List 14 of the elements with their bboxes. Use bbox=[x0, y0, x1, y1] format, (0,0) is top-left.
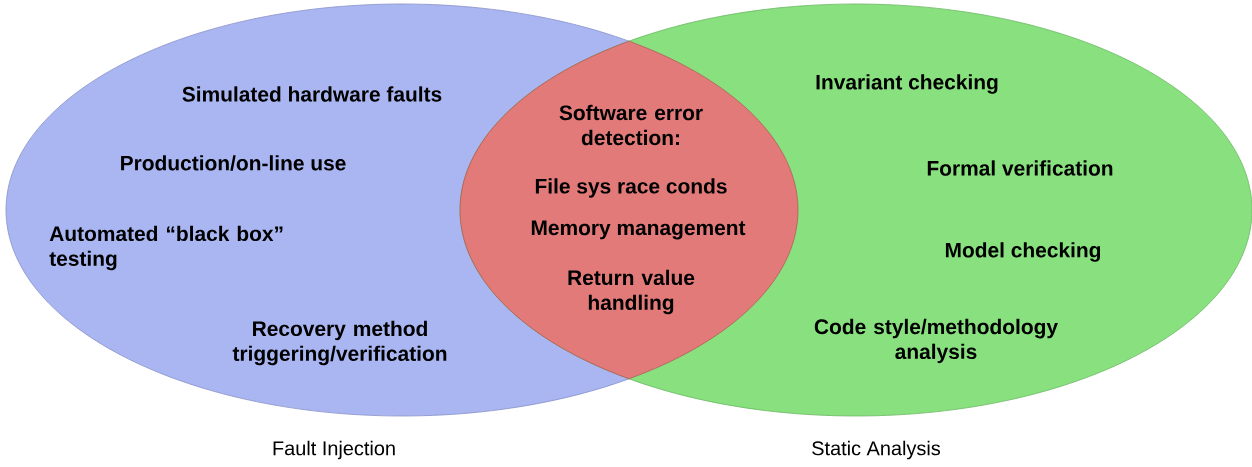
set-caption: Static Analysis bbox=[812, 440, 941, 460]
item-text: Software error detection: bbox=[559, 104, 703, 146]
item-text: Memory management bbox=[531, 220, 746, 240]
item-text: Production/on-line use bbox=[121, 155, 346, 171]
set-caption: Fault Injection bbox=[273, 440, 395, 460]
item-text: File sys race conds bbox=[535, 178, 727, 198]
item-text: Recovery method triggering/verification bbox=[232, 320, 447, 366]
item-text: Invariant checking bbox=[816, 74, 998, 94]
item-text: Formal verification bbox=[927, 160, 1113, 176]
item-text: Model checking bbox=[945, 242, 1101, 262]
item-text: Return value handling bbox=[568, 269, 695, 315]
item-text: Automated “black box” testing bbox=[49, 225, 283, 271]
item-text: Code style/methodology analysis bbox=[814, 318, 1058, 364]
item-text: Simulated hardware faults bbox=[182, 86, 442, 102]
